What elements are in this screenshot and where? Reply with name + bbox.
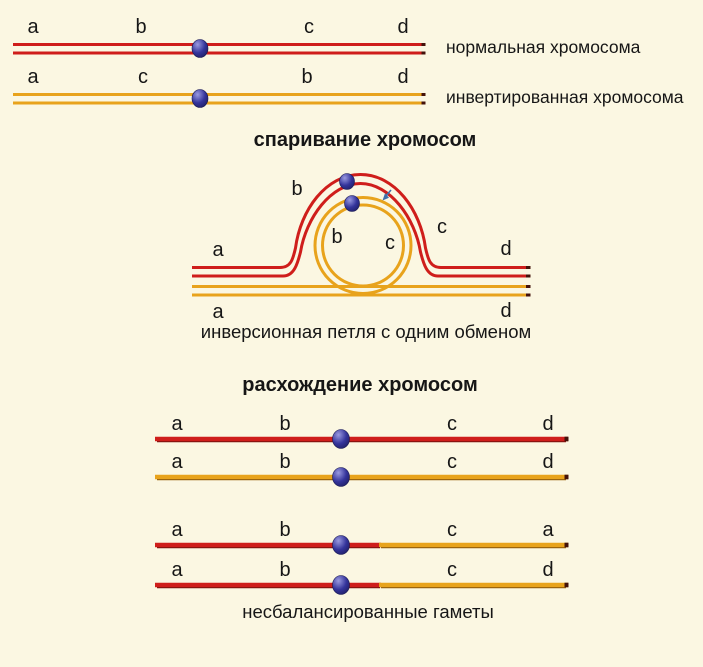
gene-label: a	[212, 301, 224, 323]
gene-label: b	[135, 16, 147, 38]
gene-label: b	[331, 226, 343, 248]
normal-chromosome-label: нормальная хромосома	[446, 37, 641, 57]
gene-label: c	[447, 451, 457, 473]
gene-label: c	[138, 66, 148, 88]
orange-gamete-lines	[155, 474, 568, 588]
gene-label: a	[27, 66, 39, 88]
red-line-shadows	[157, 440, 566, 589]
gene-label: d	[542, 559, 554, 581]
gametes-caption: несбалансированные гаметы	[242, 601, 494, 622]
gene-label: d	[542, 413, 554, 435]
gene-label: a	[27, 16, 39, 38]
centromere-dot	[191, 89, 209, 108]
gene-label: d	[500, 300, 512, 322]
centromere-dot	[344, 195, 360, 212]
gene-label: a	[542, 519, 554, 541]
centromere-dot	[191, 39, 209, 58]
centromere-dot	[332, 535, 350, 555]
gene-label: b	[279, 451, 291, 473]
centromeres	[191, 39, 360, 595]
telomere-tips	[421, 43, 569, 588]
gene-label: a	[171, 413, 183, 435]
centromere-dot	[339, 173, 355, 190]
gene-label: c	[447, 559, 457, 581]
orange-strands	[13, 93, 530, 297]
gene-label: d	[542, 451, 554, 473]
gene-label: a	[171, 559, 183, 581]
gene-label: d	[397, 16, 409, 38]
gene-label: d	[500, 238, 512, 260]
gene-label: a	[212, 239, 224, 261]
red-gamete-lines	[155, 436, 568, 588]
gene-label: c	[447, 519, 457, 541]
segregation-heading: расхождение хромосом	[242, 374, 478, 396]
inverted-chromosome-label: инвертированная хромосома	[446, 87, 684, 107]
gene-label: b	[279, 559, 291, 581]
exchange-arrow-head	[382, 193, 389, 201]
gene-label: b	[279, 519, 291, 541]
gene-label: b	[301, 66, 313, 88]
pairing-caption: инверсионная петля с одним обменом	[200, 321, 532, 342]
gene-label: c	[385, 232, 395, 254]
gene-label: a	[171, 451, 183, 473]
centromere-dot	[332, 467, 350, 487]
gene-label: b	[279, 413, 291, 435]
centromere-dot	[332, 575, 350, 595]
centromere-dot	[332, 429, 350, 449]
pairing-red-arch-outer-strand	[192, 172, 530, 269]
exchange-arrow-icon	[382, 189, 392, 201]
gene-label: c	[437, 216, 447, 238]
pairing-heading: спаривание хромосом	[253, 129, 477, 151]
red-strands	[13, 43, 530, 278]
gene-label: a	[171, 519, 183, 541]
orange-line-shadows	[157, 478, 566, 589]
gene-label: c	[304, 16, 314, 38]
gene-label: b	[291, 178, 303, 200]
pairing-loop-outer-circle	[313, 196, 413, 295]
gene-label: d	[397, 66, 409, 88]
gene-label: c	[447, 413, 457, 435]
pairing-red-arch-inner-strand	[192, 181, 530, 278]
